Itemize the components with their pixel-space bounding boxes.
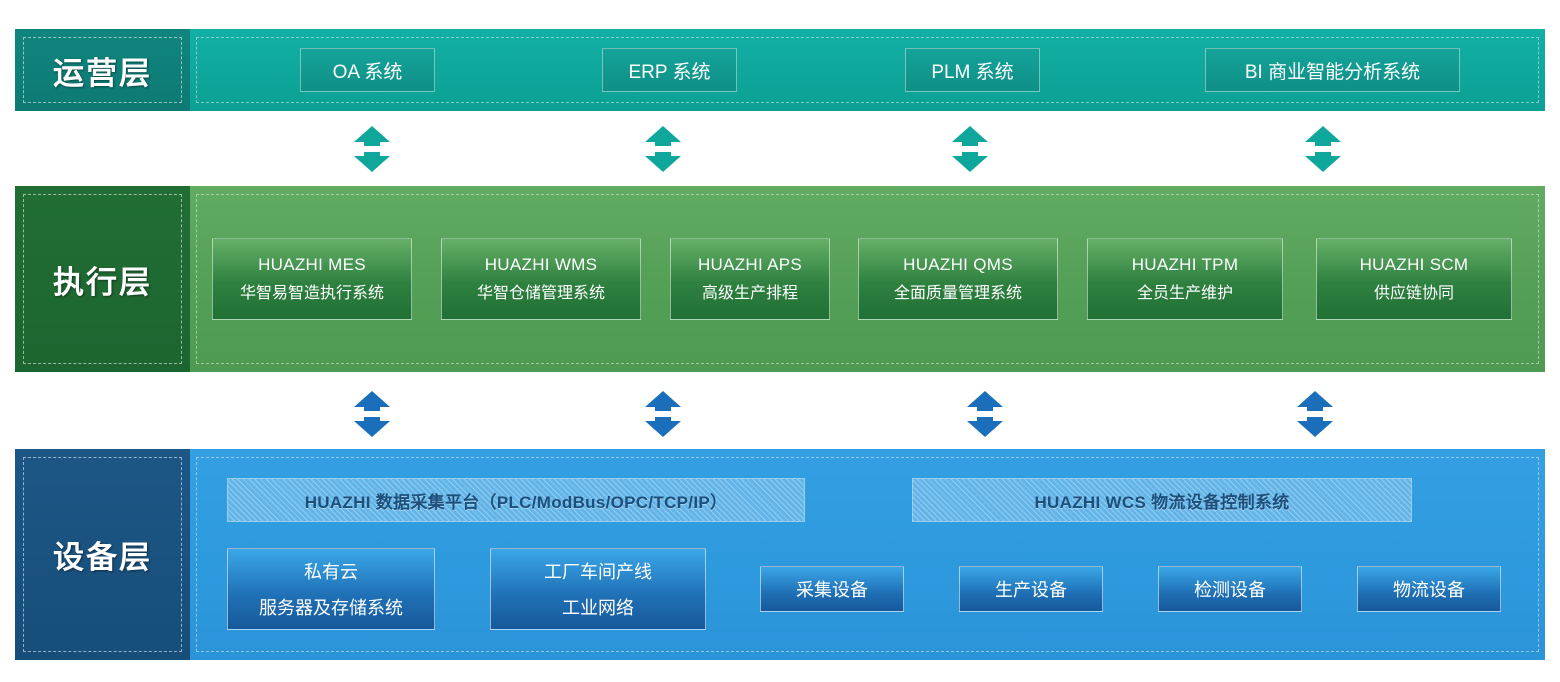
execution-card-title: HUAZHI MES [258, 255, 366, 274]
operation-layer-title: 运营层 [53, 55, 152, 91]
device-card-label: 私有云 [304, 562, 358, 582]
arrow-qms-wcs-icon [963, 391, 1007, 437]
operation-card-label: PLM 系统 [931, 61, 1014, 83]
execution-card-title: HUAZHI TPM [1131, 255, 1239, 274]
device-layer-title: 设备层 [53, 540, 152, 575]
operation-card-plm[interactable]: PLM 系统 [905, 48, 1040, 92]
arrow-oa-mes-icon [350, 126, 394, 172]
operation-card-group: OA 系统 ERP 系统 PLM 系统 BI 商业智能分析系统 [190, 29, 1545, 111]
device-card-label: 采集设备 [796, 580, 868, 600]
operation-layer-label: 运营层 [15, 29, 190, 111]
device-card-label: 工厂车间产线 [544, 562, 652, 582]
execution-layer: 执行层 HUAZHI MES 华智易智造执行系统 HUAZHI WMS 华智仓储管理系… [15, 186, 1545, 372]
device-card-private-cloud[interactable]: 私有云服务器及存储系统 [227, 548, 435, 630]
execution-card-mes[interactable]: HUAZHI MES 华智易智造执行系统 [212, 238, 412, 320]
operation-card-label: BI 商业智能分析系统 [1244, 61, 1421, 83]
arrow-aps-platform-icon [641, 391, 685, 437]
arrow-erp-aps-icon [641, 126, 685, 172]
device-card-label: 生产设备 [995, 580, 1067, 600]
device-layer-body: HUAZHI 数据采集平台（PLC/ModBus/OPC/TCP/IP） HUAZ… [190, 449, 1545, 660]
execution-card-qms[interactable]: HUAZHI QMS 全面质量管理系统 [858, 238, 1058, 320]
device-card-label: 服务器及存储系统 [259, 598, 403, 618]
arrow-scm-logistics-icon [1293, 391, 1337, 437]
device-card-label: 物流设备 [1393, 580, 1465, 600]
execution-layer-title: 执行层 [53, 264, 152, 300]
device-banner-label: HUAZHI WCS 物流设备控制系统 [1034, 492, 1290, 512]
operation-layer: 运营层 OA 系统 ERP 系统 PLM 系统 BI 商业智能分析系统 [15, 29, 1545, 111]
execution-card-title: HUAZHI WMS [484, 255, 598, 274]
operation-card-bi[interactable]: BI 商业智能分析系统 [1205, 48, 1460, 92]
execution-card-subtitle: 全面质量管理系统 [893, 285, 1022, 302]
operation-card-label: ERP 系统 [628, 61, 711, 83]
operation-card-erp[interactable]: ERP 系统 [602, 48, 737, 92]
execution-card-subtitle: 供应链协同 [1373, 285, 1454, 302]
execution-card-subtitle: 全员生产维护 [1136, 285, 1233, 302]
execution-card-subtitle: 华智易智造执行系统 [239, 285, 384, 302]
execution-card-wms[interactable]: HUAZHI WMS 华智仓储管理系统 [441, 238, 641, 320]
execution-card-tpm[interactable]: HUAZHI TPM 全员生产维护 [1087, 238, 1283, 320]
device-card-factory-workshop-line[interactable]: 工厂车间产线工业网络 [490, 548, 706, 630]
device-layer: 设备层 HUAZHI 数据采集平台（PLC/ModBus/OPC/TCP/IP）… [15, 449, 1545, 660]
device-card-acquisition-equipment[interactable]: 采集设备 [760, 566, 904, 612]
device-card-inspection-equipment[interactable]: 检测设备 [1158, 566, 1302, 612]
arrow-bi-scm-icon [1301, 126, 1345, 172]
operation-layer-body: OA 系统 ERP 系统 PLM 系统 BI 商业智能分析系统 [190, 29, 1545, 111]
operation-card-oa[interactable]: OA 系统 [300, 48, 435, 92]
device-card-label: 检测设备 [1194, 580, 1266, 600]
execution-card-title: HUAZHI QMS [903, 255, 1013, 274]
execution-card-subtitle: 高级生产排程 [701, 285, 798, 302]
execution-card-title: HUAZHI SCM [1359, 255, 1469, 274]
device-banner-wcs-control-system[interactable]: HUAZHI WCS 物流设备控制系统 [912, 478, 1412, 522]
execution-card-subtitle: 华智仓储管理系统 [476, 285, 605, 302]
device-banner-label: HUAZHI 数据采集平台（PLC/ModBus/OPC/TCP/IP） [304, 492, 728, 512]
device-layer-label: 设备层 [15, 449, 190, 660]
device-card-logistics-equipment[interactable]: 物流设备 [1357, 566, 1501, 612]
device-banner-data-acquisition-platform[interactable]: HUAZHI 数据采集平台（PLC/ModBus/OPC/TCP/IP） [227, 478, 805, 522]
arrow-mes-acq-icon [350, 391, 394, 437]
arrow-plm-qms-icon [948, 126, 992, 172]
device-card-production-equipment[interactable]: 生产设备 [959, 566, 1103, 612]
execution-card-title: HUAZHI APS [697, 255, 803, 274]
execution-layer-label: 执行层 [15, 186, 190, 372]
device-card-label: 工业网络 [562, 598, 634, 618]
operation-card-label: OA 系统 [332, 61, 403, 83]
execution-card-scm[interactable]: HUAZHI SCM 供应链协同 [1316, 238, 1512, 320]
execution-card-aps[interactable]: HUAZHI APS 高级生产排程 [670, 238, 830, 320]
